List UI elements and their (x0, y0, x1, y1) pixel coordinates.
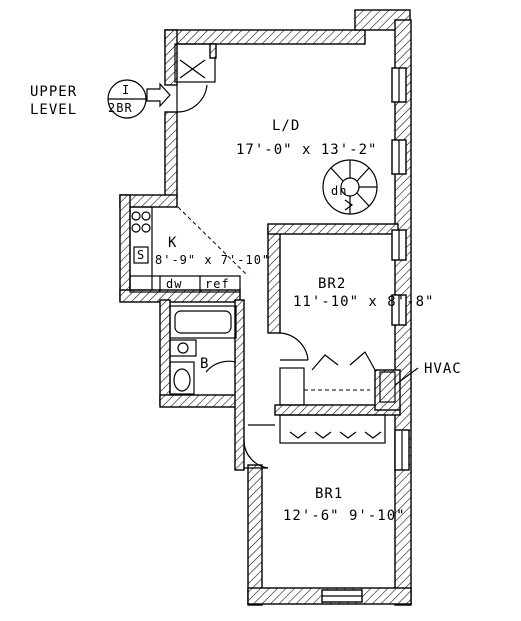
living-dining-dims: 17'-0" x 13'-2" (236, 142, 378, 158)
sink-label: S (137, 248, 146, 262)
windows (321, 67, 410, 603)
bath-name: B (200, 356, 210, 372)
dishwasher-label: dw (166, 277, 183, 291)
bedroom2-name: BR2 (318, 276, 347, 292)
spiral-stair-icon (322, 159, 378, 215)
entry-door (176, 84, 208, 113)
level-badge-bottom: 2BR (108, 101, 133, 115)
kitchen-name: K (168, 235, 178, 251)
refrigerator-label: ref (205, 277, 230, 291)
bedroom1-dims: 12'-6" 9'-10" (283, 508, 406, 524)
level-badge-top: I (122, 83, 131, 97)
entry-closet (174, 43, 217, 83)
living-dining-name: L/D (272, 118, 301, 134)
interior-doors (243, 332, 376, 469)
stair-label: dn (331, 184, 348, 198)
kitchen-fixtures (129, 206, 249, 293)
entry-arrow-icon (146, 82, 171, 108)
bedroom1-name: BR1 (315, 486, 344, 502)
level-badge-icon (107, 79, 147, 119)
bath-fixtures (169, 305, 237, 395)
hvac-label: HVAC (424, 361, 462, 377)
level-label-line2: LEVEL (30, 102, 78, 118)
kitchen-dims: 8'-9" x 7'-10" (155, 253, 271, 267)
hall-closets (248, 367, 419, 444)
level-label-line1: UPPER (30, 84, 78, 100)
bedroom2-dims: 11'-10" x 8'-8" (293, 294, 435, 310)
